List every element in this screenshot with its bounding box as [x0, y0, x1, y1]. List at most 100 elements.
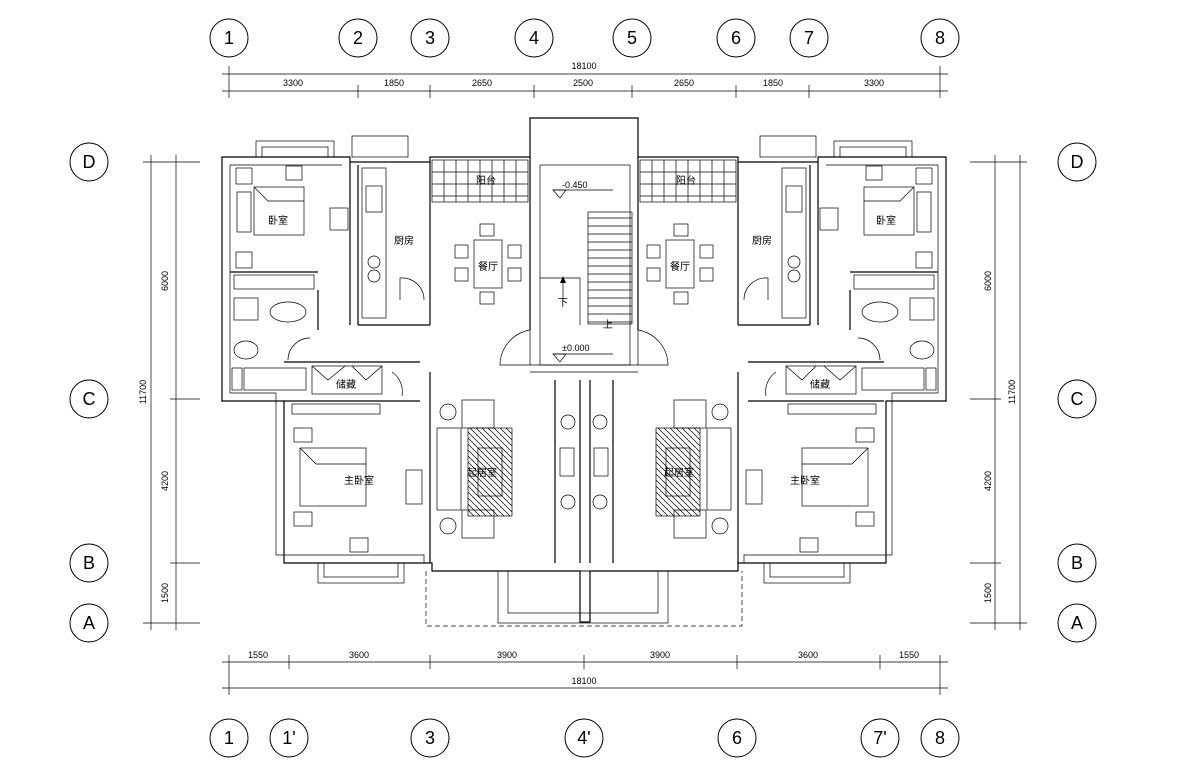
axis-label: 4 [529, 28, 539, 48]
top-dim-2: 1850 [384, 78, 404, 88]
stair-arrow-head [560, 276, 566, 283]
axis-bubble-left-D: D [69, 142, 109, 182]
axis-bubble-top-4: 4 [514, 18, 554, 58]
room-label-bedroom-left: 卧室 [268, 214, 288, 227]
bottom-dim-2: 3600 [349, 650, 369, 660]
left-total-dimension: 11700 [138, 380, 148, 404]
rug-hatch-line [467, 455, 513, 501]
axis-label: 1 [224, 28, 234, 48]
room-label-master-left: 主卧室 [344, 474, 374, 487]
level-marker-lower [552, 353, 567, 363]
upper-level-label: -0.450 [562, 180, 588, 190]
rug-hatch-line [467, 491, 493, 517]
axis-bubble-top-2: 2 [338, 18, 378, 58]
room-labels: 卧室 卧室 厨房 厨房 餐厅 餐厅 阳台 阳台 储藏 储藏 主卧室 主卧室 起居… [268, 174, 896, 487]
axis-bubble-bottom-8: 8 [920, 718, 960, 758]
axis-label: D [1071, 152, 1084, 172]
axis-bubble-right-B: B [1057, 543, 1097, 583]
top-total-dimension: 18100 [571, 61, 596, 71]
left-dim-1: 6000 [160, 271, 170, 291]
rug-hatch-line [669, 427, 701, 459]
room-label-storage-right: 储藏 [810, 378, 830, 391]
rug-hatch-line [655, 443, 701, 489]
rug-hatch-line [467, 461, 513, 507]
rug-hatch-line [467, 509, 475, 517]
axis-label: 3 [425, 28, 435, 48]
left-dimension-lines: 6000 4200 1500 11700 [138, 155, 200, 630]
axis-bubble-top-3: 3 [410, 18, 450, 58]
left-dim-2: 4200 [160, 471, 170, 491]
axis-label: 6 [732, 728, 742, 748]
axis-bubble-top-8: 8 [920, 18, 960, 58]
axis-bubble-bottom-1prime: 1' [269, 718, 309, 758]
bottom-dim-3: 3900 [497, 650, 517, 660]
furniture-left [231, 165, 576, 553]
room-label-living-left: 起居室 [467, 466, 497, 479]
rug-hatch-line [681, 427, 701, 447]
lower-level-label: ±0.000 [562, 343, 589, 353]
bottom-dim-5: 3600 [798, 650, 818, 660]
furniture-right [592, 165, 937, 553]
rug-hatch-line [467, 467, 513, 513]
bottom-dim-1: 1550 [248, 650, 268, 660]
right-dimension-lines: 6000 4200 1500 11700 [970, 155, 1027, 630]
rug-hatch-line [655, 509, 663, 517]
right-total-dimension: 11700 [1007, 380, 1017, 404]
right-dim-3: 1500 [983, 583, 993, 603]
rug-hatch-line [675, 427, 701, 453]
room-label-balcony-right: 阳台 [676, 174, 696, 187]
axis-bubble-left-C: C [69, 379, 109, 419]
axis-label: B [83, 553, 95, 573]
axis-label: 7' [873, 728, 886, 748]
axis-label: 1 [224, 728, 234, 748]
rug-hatch-line [505, 427, 513, 435]
rug-hatch-line [655, 479, 693, 517]
bottom-dim-4: 3900 [650, 650, 670, 660]
rug-hatch-line [655, 461, 701, 507]
rug-hatch-line [693, 427, 701, 435]
room-label-master-right: 主卧室 [790, 474, 820, 487]
bottom-axis-bubbles: 1 1' 3 4' 6 7' 8 [209, 718, 960, 758]
axis-label: 3 [425, 728, 435, 748]
axis-label: C [1071, 389, 1084, 409]
rug-hatch-line [467, 503, 481, 517]
axis-label: 8 [935, 28, 945, 48]
balcony-hatch [431, 159, 737, 203]
room-label-bedroom-right: 卧室 [876, 214, 896, 227]
rug-hatch-line [469, 427, 513, 471]
axis-label: D [83, 152, 96, 172]
rug-hatch-line [499, 427, 513, 441]
rug-hatch-line [467, 497, 487, 517]
rug-hatch-line [687, 427, 701, 441]
rug-hatch-line [655, 485, 687, 517]
room-label-kitchen-right: 厨房 [752, 234, 772, 247]
top-axis-bubbles: 1 2 3 4 5 6 7 8 [209, 18, 960, 58]
axis-label: A [83, 613, 95, 633]
left-axis-bubbles: D C B A [69, 142, 109, 643]
rug-hatch-line [655, 437, 701, 483]
axis-bubble-right-D: D [1057, 142, 1097, 182]
rug-hatch-line [657, 427, 701, 471]
stair-up-label: 上 [603, 319, 613, 331]
rug-hatch-line [493, 427, 513, 447]
rug-hatch-line [481, 427, 513, 459]
level-marker-upper [552, 189, 567, 199]
axis-label: 6 [731, 28, 741, 48]
axis-bubble-top-7: 7 [789, 18, 829, 58]
rug-hatch-line [655, 467, 701, 513]
room-label-dining-right: 餐厅 [670, 260, 690, 273]
rug-hatch-line [487, 427, 513, 453]
rug-hatch-line [655, 431, 701, 477]
top-dim-7: 3300 [864, 78, 884, 88]
axis-label: C [83, 389, 96, 409]
rug-hatch-line [655, 455, 701, 501]
right-dim-2: 4200 [983, 471, 993, 491]
axis-label: 5 [627, 28, 637, 48]
top-dim-1: 3300 [283, 78, 303, 88]
axis-label: 7 [804, 28, 814, 48]
axis-bubble-bottom-4prime: 4' [564, 718, 604, 758]
axis-bubble-top-6: 6 [716, 18, 756, 58]
top-dim-6: 1850 [763, 78, 783, 88]
